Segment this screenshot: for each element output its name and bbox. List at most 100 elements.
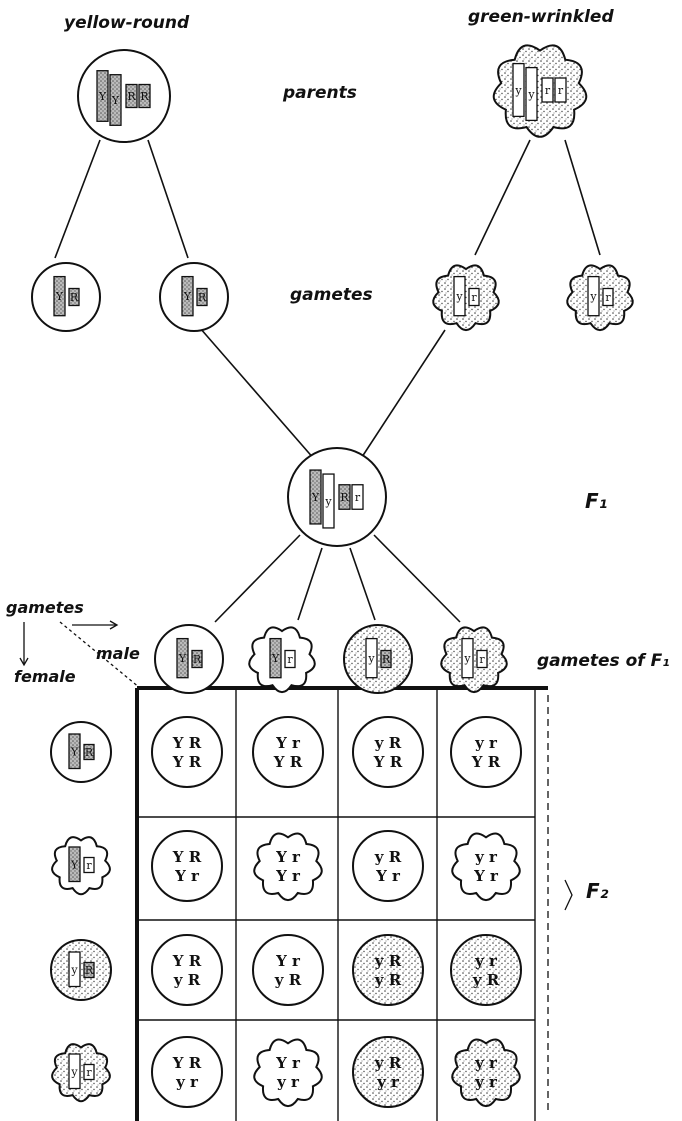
female-gamete-1-outline	[50, 721, 112, 783]
f1-individual-chromosome-4	[351, 484, 364, 510]
parent-gamete-1-chromosome-1-label: Y	[55, 290, 64, 303]
f2-cell-r1-c2-genotype-bottom: Y R	[273, 753, 303, 771]
f1-individual-chromosome-2-label: y	[324, 495, 332, 508]
f2-cell-r2-c4-genotype-top: y r	[474, 848, 498, 866]
f2-cell-r2-c3-genotype-bottom: Y r	[375, 867, 401, 885]
f1-individual-chromosome-2	[322, 473, 335, 529]
f2-cell-r2-c2-seed	[253, 832, 323, 902]
female-gamete-4-chromosome-2	[83, 1063, 95, 1081]
f2-cell-r1-c3-seed	[352, 716, 424, 788]
f2-cell-r2-c1-genotype-top: Y R	[172, 848, 202, 866]
male-gamete-4-chromosome-1-label: y	[463, 652, 471, 665]
f2-cell-r4-c3: y Ry r	[352, 1036, 424, 1108]
f1-individual-chromosome-4-label: r	[355, 491, 361, 504]
parent-green-wrinkled-chromosome-4-label: r	[558, 84, 564, 97]
male-gamete-2-outline	[248, 626, 316, 694]
parent-gamete-1-outline	[31, 262, 101, 332]
labels: yellow-round green-wrinkled parents game…	[6, 7, 670, 903]
female-gamete-3-outline	[50, 939, 112, 1001]
line-f1-to-gamete-d	[373, 534, 461, 623]
f2-cell-r3-c4-genotype-top: y r	[474, 952, 498, 970]
female-gamete-1-chromosome-2-label: R	[85, 746, 94, 759]
parent-gamete-2-outline	[159, 262, 229, 332]
line-gamete-2-to-f1	[199, 327, 316, 461]
parent-gamete-2-chromosome-2	[196, 287, 208, 307]
female-gamete-2-chromosome-1	[68, 846, 81, 883]
f2-cell-r1-c2: Y rY R	[252, 716, 324, 788]
parent-gamete-3-chromosome-2-label: r	[471, 291, 477, 304]
f2-cell-r3-c2-seed	[252, 934, 324, 1006]
arrow-male-head	[109, 620, 119, 630]
male-gamete-4-chromosome-1	[461, 637, 474, 679]
label-green-wrinkled: green-wrinkled	[468, 7, 614, 27]
f2-cell-r4-c1: Y Ry r	[151, 1036, 223, 1108]
female-gamete-4-chromosome-1	[68, 1053, 81, 1090]
line-parent-right-to-gamete-3	[474, 139, 531, 256]
line-f1-to-gamete-c	[349, 547, 376, 621]
f2-cell-r1-c1-genotype-top: Y R	[172, 734, 202, 752]
line-parent-right-to-gamete-4	[564, 139, 601, 256]
parent-gamete-4-chromosome-2-label: r	[605, 291, 611, 304]
parent-gamete-4-outline	[566, 264, 634, 332]
parent-gamete-4-chromosome-1	[587, 275, 600, 317]
parent-green-wrinkled-chromosome-3-label: r	[545, 84, 551, 97]
f2-cell-r3-c1-seed	[151, 934, 223, 1006]
f2-cell-r2-c1: Y RY r	[151, 830, 223, 902]
female-gamete-1-chromosome-1	[68, 733, 81, 770]
male-gamete-1-outline	[154, 624, 224, 694]
male-gamete-4-chromosome-2	[476, 649, 488, 669]
f2-cell-r2-c4-genotype-bottom: Y r	[473, 867, 499, 885]
f2-cell-r4-c2-seed	[253, 1038, 323, 1108]
parent-yellow-round-chromosome-4-label: R	[140, 90, 149, 103]
f2-cell-r4-c4-seed	[451, 1038, 521, 1108]
f2-cell-r3-c2-genotype-top: Y r	[275, 952, 301, 970]
female-gamete-2-chromosome-2-label: r	[86, 859, 92, 872]
label-f1: F₁	[585, 489, 607, 513]
f1-individual-chromosome-3	[338, 484, 351, 510]
connector-lines	[54, 139, 601, 623]
f2-brace-tip	[564, 879, 573, 911]
parent-green-wrinkled-chromosome-3	[541, 77, 554, 103]
female-gamete-2-chromosome-2	[83, 856, 95, 874]
parent-gamete-2-chromosome-2-label: R	[198, 291, 207, 304]
parent-yellow-round-chromosome-2	[109, 74, 122, 126]
f2-cell-r4-c2-genotype-bottom: y r	[276, 1073, 300, 1091]
f2-cell-r1-c1-genotype-bottom: Y R	[172, 753, 202, 771]
parent-yellow-round-chromosome-3-label: R	[127, 90, 136, 103]
f2-cell-r1-c3-genotype-top: y R	[374, 734, 402, 752]
parent-gamete-1-chromosome-2-label: R	[70, 291, 79, 304]
male-gamete-2-chromosome-1	[269, 637, 282, 679]
female-gamete-2-outline	[51, 836, 111, 896]
label-gametes-axis: gametes	[6, 598, 84, 617]
f2-cell-r3-c3-genotype-top: y R	[374, 952, 402, 970]
f2-cell-r1-c4-genotype-top: y r	[474, 734, 498, 752]
f2-cell-r3-c2: Y ry R	[252, 934, 324, 1006]
parent-gamete-3-chromosome-1	[453, 275, 466, 317]
f2-cell-r1-c3: y RY R	[352, 716, 424, 788]
label-yellow-round: yellow-round	[64, 13, 190, 33]
f2-cell-r3-c4-genotype-bottom: y R	[472, 971, 500, 989]
parent-yellow-round-chromosome-1-label: Y	[98, 90, 107, 103]
f2-cell-r4-c1-genotype-bottom: y r	[175, 1073, 199, 1091]
parent-yellow-round-chromosome-2-label: Y	[111, 94, 120, 107]
male-gamete-3-chromosome-2-label: R	[382, 653, 391, 666]
f2-cell-r1-c3-genotype-bottom: Y R	[373, 753, 403, 771]
male-gamete-1-chromosome-1	[176, 637, 189, 679]
line-parent-left-to-gamete-2	[147, 139, 189, 259]
f2-cell-r1-c4: y rY R	[450, 716, 522, 788]
male-gamete-2-chromosome-2-label: r	[287, 653, 293, 666]
f2-cell-r1-c2-genotype-top: Y r	[275, 734, 301, 752]
male-gamete-1-chromosome-2-label: R	[193, 653, 202, 666]
parent-green-wrinkled-outline	[492, 44, 588, 138]
f1-individual-chromosome-1-label: Y	[311, 491, 320, 504]
f2-cell-r1-c4-genotype-bottom: Y R	[471, 753, 501, 771]
f2-cell-r2-c3-genotype-top: y R	[374, 848, 402, 866]
